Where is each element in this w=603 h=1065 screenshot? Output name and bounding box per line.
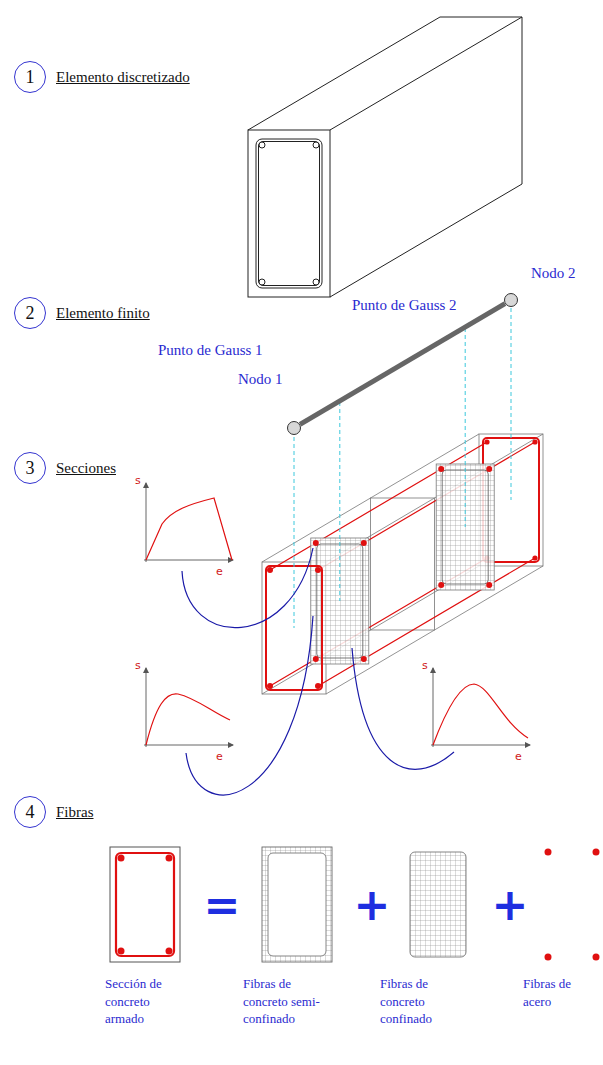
step-circle: 1: [14, 61, 46, 93]
fibre-ring: [262, 847, 332, 962]
beam-side-face: [330, 17, 522, 297]
rebar-dot: [361, 656, 367, 662]
rebar-dot: [593, 849, 600, 856]
section-outline: [110, 847, 180, 962]
rebar-dot: [532, 555, 537, 560]
beam-top-face: [248, 17, 522, 130]
semi-confined-fibres: [262, 847, 332, 962]
prism-divider: [371, 498, 435, 630]
beam-drawing: [248, 17, 522, 297]
axis-label: s: [422, 660, 428, 672]
rebar-dot: [438, 466, 444, 472]
fibre-caption: Fibras de concreto semi-confinado: [243, 975, 329, 1028]
operator-symbol: +: [492, 883, 529, 927]
step-title: Elemento finito: [56, 304, 150, 322]
rebar-dot: [315, 683, 321, 689]
rebar-dot: [259, 279, 265, 285]
step-number: 3: [26, 459, 35, 477]
rebar-dot: [438, 582, 444, 588]
projection-lines: [294, 308, 511, 628]
step-number: 4: [26, 803, 35, 821]
stirrup-outline: [259, 142, 320, 286]
steel-fibres: [545, 849, 600, 961]
axis-label: e: [515, 751, 522, 763]
node-circle: Nodo 1: [287, 421, 301, 435]
plot-axis: [433, 668, 434, 747]
rebar-dot: [532, 439, 537, 444]
rebar-dot: [315, 567, 321, 573]
gauss-label: Punto de Gauss 2: [352, 296, 457, 314]
stirrup-outline: [256, 139, 322, 288]
core-hole: [268, 853, 326, 956]
axis-label: e: [216, 751, 223, 763]
rc-section: [110, 847, 180, 962]
prism-edges: [262, 434, 543, 694]
rebar-dot: [486, 466, 492, 472]
plot-axis: [146, 483, 147, 562]
rebar-dot: [259, 142, 265, 148]
rebar-dot: [545, 954, 552, 961]
rebar-dot: [166, 855, 173, 862]
concrete-plot: [144, 668, 233, 747]
rebar-dot: [166, 948, 173, 955]
operator-symbol: +: [354, 883, 391, 927]
step-title: Fibras: [56, 803, 94, 821]
confined-plot: [431, 668, 530, 747]
fibre-grid: [410, 852, 466, 957]
plot-axis: [431, 745, 530, 746]
rebar-dot: [313, 656, 319, 662]
plot-axis: [146, 668, 147, 747]
rebar-dot: [313, 540, 319, 546]
leader-curve: [186, 616, 313, 795]
stress-strain-curve: [146, 498, 232, 560]
node-label: Nodo 1: [238, 370, 283, 388]
step-number: 1: [26, 68, 35, 86]
step-circle: 3: [14, 452, 46, 484]
fibre-caption: Fibras de concreto confinado: [380, 975, 458, 1028]
fibre-caption: Fibras de acero: [523, 975, 588, 1010]
leader-curve: [352, 648, 454, 769]
step-title: Secciones: [56, 459, 116, 477]
axis-label: s: [135, 475, 141, 487]
step-circle: 2: [14, 297, 46, 329]
rebar-dot: [313, 142, 319, 148]
stress-strain-curve: [146, 694, 230, 745]
operator-symbol: =: [204, 883, 241, 927]
axis-label: e: [216, 566, 223, 578]
rebar-dot: [267, 567, 273, 573]
step-number: 2: [26, 304, 35, 322]
stirrup: [116, 853, 174, 956]
confined-fibres: [410, 852, 466, 957]
rebar-dot: [484, 439, 489, 444]
beam-end-face: [248, 130, 330, 297]
rebar-dot: [361, 540, 367, 546]
step-circle: 4: [14, 796, 46, 828]
steel-plot: [144, 483, 233, 562]
rebar-dot: [545, 849, 552, 856]
axis-label: s: [135, 660, 141, 672]
plot-axis: [144, 560, 233, 561]
rebar-dot: [118, 948, 125, 955]
fibre-caption: Sección de concreto armado: [105, 975, 181, 1028]
step-title: Elemento discretizado: [56, 68, 190, 86]
rebar-dot: [313, 279, 319, 285]
node-label: Nodo 2: [531, 264, 576, 282]
gauss-label: Punto de Gauss 1: [158, 341, 263, 359]
plot-axis: [144, 745, 233, 746]
leader-curve: [182, 548, 313, 628]
rebar-dot: [486, 582, 492, 588]
rebar-dot: [267, 683, 273, 689]
node-circle: Nodo 2: [504, 293, 518, 307]
rebar-dot: [118, 855, 125, 862]
stress-strain-curve: [433, 684, 528, 745]
element-bar: [300, 304, 505, 425]
prism-wireframe: [262, 434, 543, 694]
rebar-dot: [593, 954, 600, 961]
